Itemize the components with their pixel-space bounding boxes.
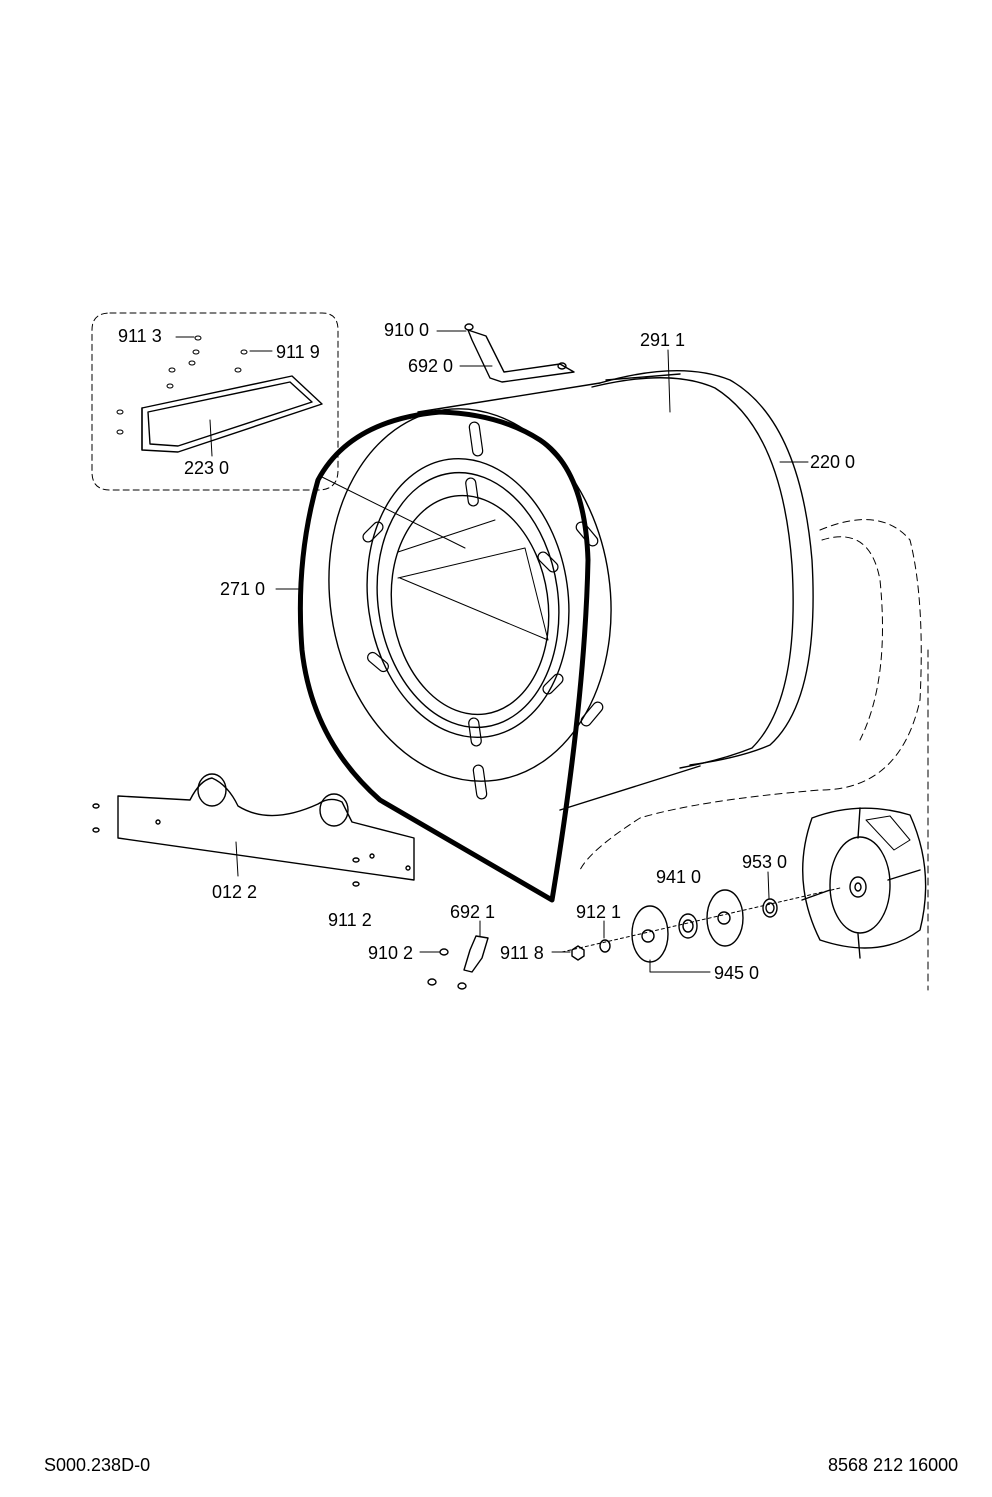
label-223-0: 223 0 — [184, 458, 230, 478]
label-953-0: 953 0 — [742, 852, 788, 872]
lint-filter-part — [141, 375, 323, 453]
label-692-0: 692 0 — [408, 356, 454, 376]
drive-belt — [297, 409, 591, 903]
rear-pulley-plate — [801, 807, 927, 959]
small-bracket-part — [427, 935, 489, 990]
support-beam — [92, 773, 415, 887]
drum-top-edge — [417, 382, 601, 413]
drum-slots — [362, 421, 604, 800]
leader-lines — [175, 330, 809, 973]
label-220-0: 220 0 — [810, 452, 856, 472]
label-912-1: 912 1 — [576, 902, 622, 922]
footer-left-code: S000.238D-0 — [44, 1455, 151, 1475]
drum-rear-band — [591, 370, 814, 769]
label-911-9: 911 9 — [276, 342, 320, 362]
label-012-2: 012 2 — [212, 882, 258, 902]
inset-leader — [319, 475, 466, 549]
label-911-3: 911 3 — [118, 326, 162, 346]
label-941-0: 941 0 — [656, 867, 702, 887]
label-911-2: 911 2 — [328, 910, 372, 930]
label-945-0: 945 0 — [714, 963, 760, 983]
inset-screws — [116, 335, 248, 435]
label-291-1: 291 1 — [640, 330, 686, 350]
drum-bottom-edge — [559, 765, 701, 811]
bracket-part — [464, 323, 575, 383]
housing-dashed — [579, 519, 929, 991]
label-271-0: 271 0 — [220, 579, 266, 599]
label-910-2: 910 2 — [368, 943, 414, 963]
label-692-1: 692 1 — [450, 902, 496, 922]
label-911-8: 911 8 — [500, 943, 544, 963]
inset-dashed-box — [91, 312, 339, 491]
label-910-0: 910 0 — [384, 320, 430, 340]
footer-right-code: 8568 212 16000 — [828, 1455, 959, 1475]
